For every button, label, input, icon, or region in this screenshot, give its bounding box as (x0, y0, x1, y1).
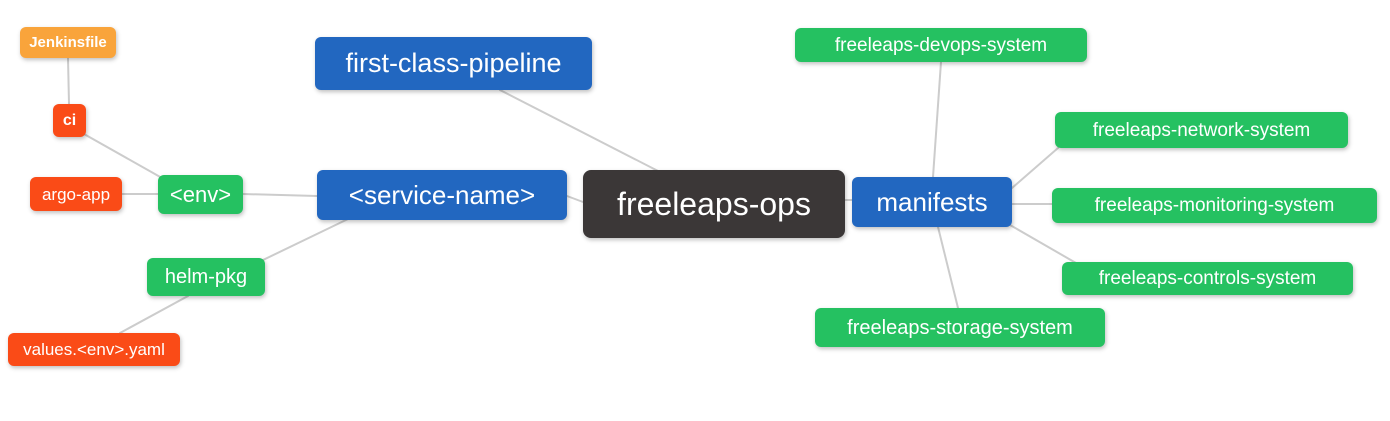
node-jenkinsfile[interactable]: Jenkinsfile (20, 27, 116, 58)
node-freeleaps-controls-system[interactable]: freeleaps-controls-system (1062, 262, 1353, 295)
node-freeleaps-monitoring-system[interactable]: freeleaps-monitoring-system (1052, 188, 1377, 223)
node-freeleaps-ops-root[interactable]: freeleaps-ops (583, 170, 845, 238)
edge-manifests-to-freeleaps-storage-system (937, 226, 959, 309)
edge-env-to-service-name (242, 193, 318, 197)
node-first-class-pipeline[interactable]: first-class-pipeline (315, 37, 592, 90)
node-env[interactable]: <env> (158, 175, 243, 214)
node-freeleaps-storage-system[interactable]: freeleaps-storage-system (815, 308, 1105, 347)
node-argo-app[interactable]: argo-app (30, 177, 122, 211)
node-manifests[interactable]: manifests (852, 177, 1012, 227)
node-freeleaps-devops-system[interactable]: freeleaps-devops-system (795, 28, 1087, 62)
edge-first-class-pipeline-to-freeleaps-ops (499, 89, 661, 173)
node-service-name[interactable]: <service-name> (317, 170, 567, 220)
edge-values-env-yaml-to-helm-pkg (119, 295, 189, 334)
node-helm-pkg[interactable]: helm-pkg (147, 258, 265, 296)
node-freeleaps-network-system[interactable]: freeleaps-network-system (1055, 112, 1348, 148)
edge-service-name-to-freeleaps-ops (566, 195, 584, 203)
edge-jenkinsfile-to-ci (67, 57, 70, 105)
edge-helm-pkg-to-service-name (262, 218, 349, 261)
edge-manifests-to-freeleaps-network-system (1011, 147, 1059, 189)
edge-manifests-to-freeleaps-controls-system (1009, 224, 1077, 264)
edge-manifests-to-freeleaps-devops-system (932, 61, 942, 178)
edge-ci-to-env (83, 133, 163, 179)
node-values-env-yaml[interactable]: values.<env>.yaml (8, 333, 180, 366)
node-ci[interactable]: ci (53, 104, 86, 137)
